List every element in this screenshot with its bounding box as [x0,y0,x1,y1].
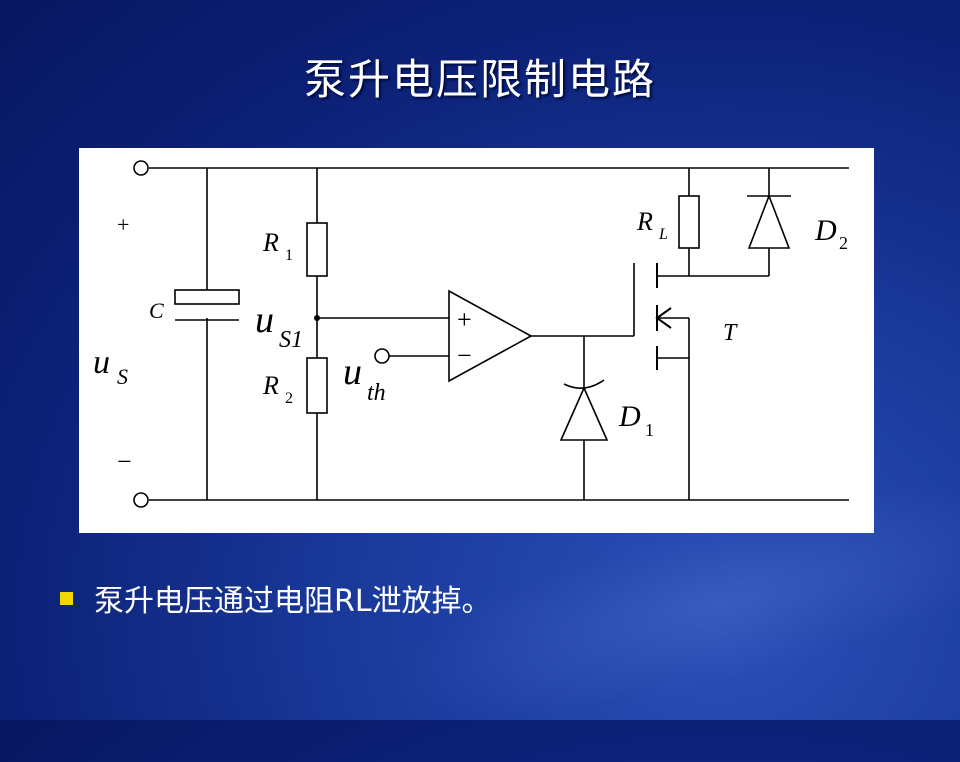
resistor-r2 [306,357,328,414]
label-rl-sub: L [658,226,668,243]
label-c: C [149,298,164,323]
label-r2-sub: 2 [285,390,293,407]
opamp-plus: + [457,305,472,334]
minus-sign: − [117,447,132,476]
opamp-minus: − [457,341,472,370]
resistor-rl [678,195,700,249]
label-us1-sub: S1 [279,327,303,353]
label-d1: D [618,400,641,433]
top-terminal [133,160,149,176]
label-uth: u [343,351,362,393]
mosfet-t [655,263,672,370]
bullet-square-icon [60,591,73,605]
label-rl: R [636,207,653,236]
label-us-sub: S [117,364,128,389]
label-us1: u [255,299,274,341]
bullet-text: 泵升电压通过电阻RL泄放掉。 [94,584,492,619]
label-us: u [93,344,110,381]
label-d2-sub: 2 [839,233,848,253]
uth-terminal [374,348,390,364]
plus-sign: + [117,212,129,237]
diode-d2 [747,193,791,249]
label-r2: R [262,371,279,400]
wires [149,167,849,501]
label-r1: R [262,228,279,257]
capacitor-c [174,289,240,321]
label-t: T [723,320,738,346]
circuit-diagram: + − u S C R 1 R 2 u S1 u th + − R L D 2 … [79,148,874,533]
bullet-item: 泵升电压通过电阻RL泄放掉。 [60,576,492,620]
us1-junction [314,315,320,321]
resistor-r1 [306,222,328,277]
bottom-terminal [133,492,149,508]
opamp [448,289,533,383]
circuit-svg: + − u S C R 1 R 2 u S1 u th + − R L D 2 … [93,160,849,508]
label-r1-sub: 1 [285,247,293,264]
label-uth-sub: th [367,380,386,406]
zener-diode-d1 [559,379,609,441]
slide-title: 泵升电压限制电路 [303,55,656,104]
label-d1-sub: 1 [645,420,654,440]
label-d2: D [814,214,837,247]
